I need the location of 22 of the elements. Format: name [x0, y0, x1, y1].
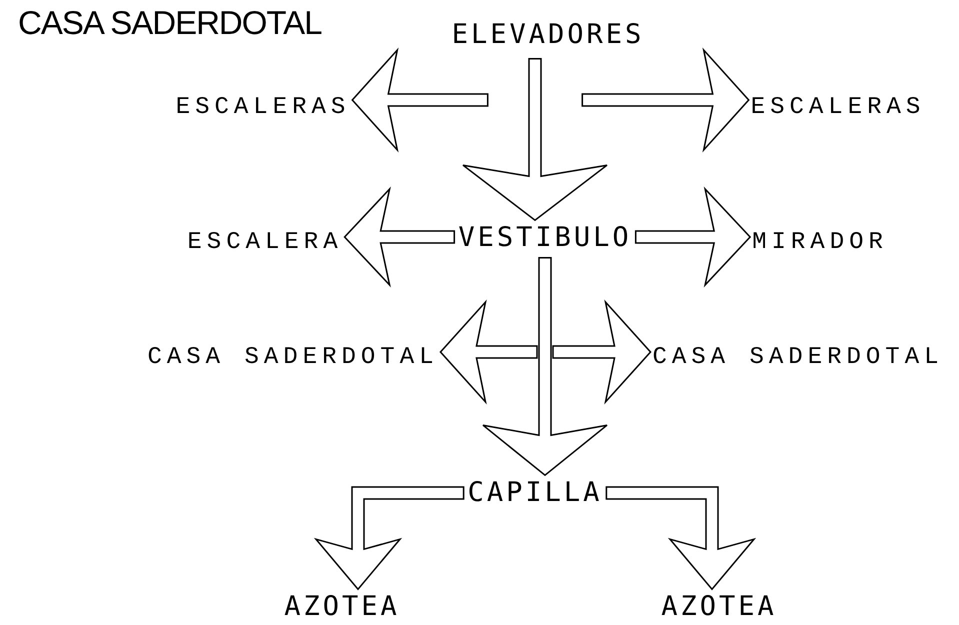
hollow-arrow [440, 299, 538, 405]
room-label: VESTIBULO [458, 222, 632, 254]
hollow-arrow [314, 486, 464, 590]
room-label: CASA SADERDOTAL [147, 344, 439, 372]
hollow-arrow [462, 58, 608, 222]
room-label: ELEVADORES [452, 19, 644, 51]
room-label: MIRADOR [752, 228, 888, 258]
room-label: AZOTEA [661, 591, 777, 623]
room-label: CAPILLA [468, 477, 602, 509]
room-label: CASA SADERDOTAL [652, 344, 944, 372]
hollow-arrow [582, 47, 750, 153]
hollow-arrow [351, 47, 488, 153]
hollow-arrow [634, 186, 752, 288]
hollow-arrow [606, 486, 756, 590]
hollow-arrow [482, 257, 608, 476]
hollow-arrow [552, 299, 652, 405]
room-label: ESCALERAS [750, 94, 926, 122]
hollow-arrow [344, 186, 456, 288]
room-label: AZOTEA [284, 591, 400, 623]
room-label: ESCALERA [187, 228, 343, 258]
room-label: ESCALERAS [176, 94, 350, 122]
title: CASA SADERDOTAL [18, 4, 322, 42]
